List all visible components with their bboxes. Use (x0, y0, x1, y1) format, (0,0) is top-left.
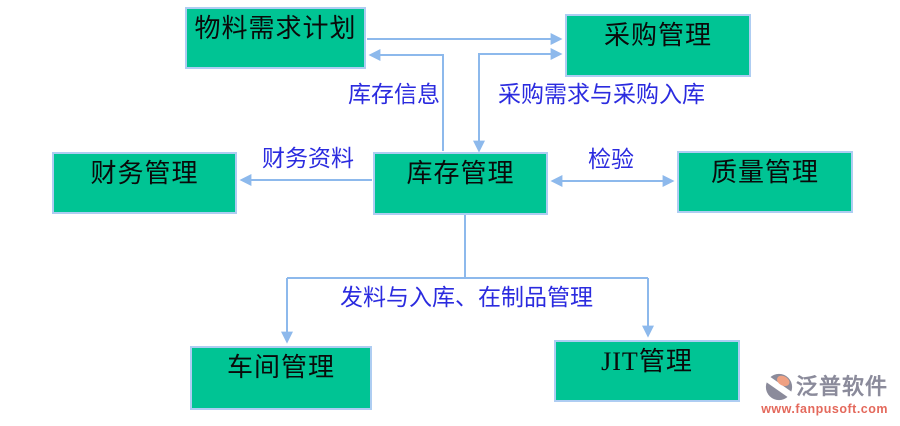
watermark: 泛普软件 www.fanpusoft.com (752, 372, 888, 417)
node-inventory-management: 库存管理 (373, 152, 548, 215)
node-label: 质量管理 (710, 158, 819, 187)
node-workshop-management: 车间管理 (190, 346, 372, 410)
watermark-url: www.fanpusoft.com (761, 402, 888, 416)
node-label: 财务管理 (90, 159, 199, 188)
node-material-requirements-planning: 物料需求计划 (185, 7, 366, 69)
node-label: 车间管理 (226, 353, 335, 382)
node-label: JIT管理 (601, 347, 693, 376)
connector-inventory-branch-trunk (287, 215, 648, 279)
edge-label-issue-and-receipt: 发料与入库、在制品管理 (340, 285, 593, 310)
node-label: 采购管理 (603, 21, 712, 50)
node-finance-management: 财务管理 (52, 152, 237, 214)
node-purchasing-management: 采购管理 (565, 14, 751, 77)
node-quality-management: 质量管理 (677, 151, 853, 213)
watermark-brand-row: 泛普软件 (752, 372, 888, 402)
edge-label-inventory-info: 库存信息 (348, 82, 440, 107)
node-label: 库存管理 (406, 159, 515, 188)
fanpu-logo-icon (763, 372, 794, 402)
edge-label-finance-data: 财务资料 (262, 146, 354, 171)
watermark-brand-text: 泛普软件 (795, 374, 888, 399)
node-jit-management: JIT管理 (554, 340, 740, 402)
edge-label-inspection: 检验 (588, 147, 634, 172)
node-label: 物料需求计划 (194, 14, 357, 43)
edge-label-purchase-demand: 采购需求与采购入库 (498, 82, 705, 107)
